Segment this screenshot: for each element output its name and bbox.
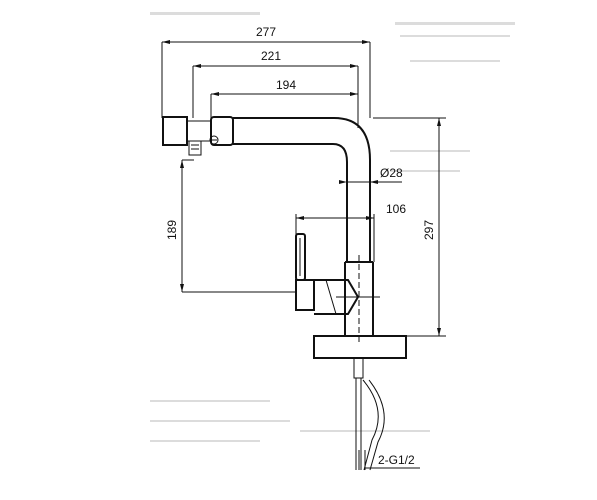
thread-callout: 2-G1/2 — [358, 450, 420, 470]
background-ghost-text — [150, 12, 515, 442]
dimension-handle-offset: 106 — [295, 202, 406, 262]
spout-reach-label: 194 — [276, 78, 296, 92]
dimension-tube-diameter: Ø28 — [339, 166, 403, 184]
dimension-overall-width: 277 — [161, 25, 371, 118]
overall-width-label: 277 — [256, 25, 276, 39]
tube-diameter-label: Ø28 — [380, 166, 403, 180]
faucet-handle — [295, 233, 360, 315]
supply-hoses — [353, 357, 385, 471]
thread-note-label: 2-G1/2 — [378, 453, 415, 467]
spout-width-label: 221 — [261, 49, 281, 63]
dimension-spout-reach: 194 — [210, 78, 359, 128]
overall-height-label: 297 — [422, 220, 436, 240]
spout-head — [162, 116, 234, 156]
dimension-overall-height: 297 — [373, 117, 446, 337]
spout-height-label: 189 — [165, 220, 179, 240]
faucet-body — [336, 255, 380, 345]
dimension-spout-height: 189 — [165, 159, 296, 293]
faucet-base — [313, 335, 407, 359]
spout-tube — [233, 117, 371, 262]
handle-offset-label: 106 — [386, 202, 406, 216]
